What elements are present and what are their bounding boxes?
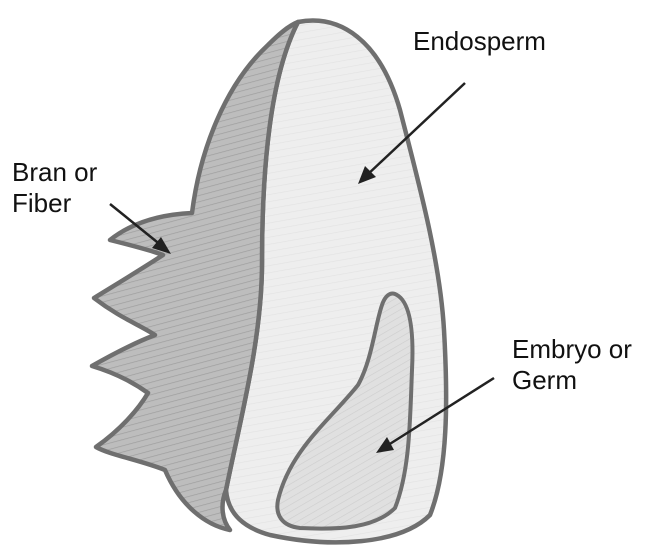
bran-label-line2: Fiber bbox=[12, 188, 97, 219]
endosperm-label-text: Endosperm bbox=[413, 26, 546, 56]
bran-label-line1: Bran or bbox=[12, 157, 97, 188]
embryo-label-line2: Germ bbox=[512, 365, 632, 396]
bran-label: Bran or Fiber bbox=[12, 157, 97, 219]
embryo-label: Embryo or Germ bbox=[512, 334, 632, 396]
endosperm-label: Endosperm bbox=[413, 26, 546, 57]
embryo-label-line1: Embryo or bbox=[512, 334, 632, 365]
